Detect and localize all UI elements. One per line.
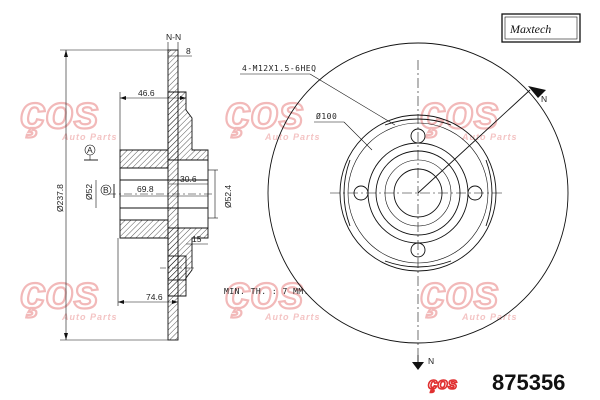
part-number: 875356 bbox=[492, 370, 565, 395]
dim-hub-diameter: Ø52.4 bbox=[223, 185, 233, 208]
watermark-subtext: Auto Parts bbox=[461, 132, 518, 142]
datum-b-label: B bbox=[103, 185, 109, 195]
section-view: N-N 8 Ø237.8 46.6 bbox=[55, 32, 233, 341]
hub-flange-lower bbox=[119, 219, 169, 239]
section-arrow-label: N bbox=[428, 356, 434, 366]
section-arrow bbox=[528, 86, 546, 98]
datum-b-marker bbox=[100, 184, 112, 196]
watermark-logo: ços bbox=[20, 266, 99, 318]
pcd-diameter: Ø100 bbox=[316, 111, 337, 121]
brand-logo: Maxtech bbox=[501, 13, 581, 43]
watermark-subtext: Auto Parts bbox=[264, 132, 321, 142]
hub-upper-section bbox=[167, 91, 209, 161]
dim-thickness: 8 bbox=[186, 46, 191, 56]
part-logo: ços bbox=[428, 374, 457, 393]
dim-overall-height: 74.6 bbox=[146, 292, 163, 302]
disc-plate bbox=[167, 49, 179, 341]
watermark-logo: ços bbox=[20, 86, 99, 138]
part-id: ços 875356 bbox=[427, 370, 565, 395]
watermark-group: ços Auto Parts ços Auto Parts ços Auto P… bbox=[19, 85, 518, 322]
watermark-logo: ços bbox=[225, 86, 304, 138]
min-thickness: MIN. TH. : 7 MM. bbox=[224, 287, 309, 296]
front-view: N N 4-M12X1.5-6HEQ Ø100 bbox=[240, 42, 569, 370]
dim-hub-length: 69.8 bbox=[137, 184, 154, 194]
section-arrow-label: N bbox=[541, 94, 547, 104]
brand-name: Maxtech bbox=[509, 22, 551, 36]
watermark-subtext: Auto Parts bbox=[461, 312, 518, 322]
watermark-subtext: Auto Parts bbox=[61, 132, 118, 142]
dim-bore-diameter: Ø52 bbox=[84, 184, 94, 200]
watermark-logo: ços bbox=[420, 266, 499, 318]
watermark-logo: ços bbox=[420, 86, 499, 138]
dim-hat-height: 46.6 bbox=[138, 88, 155, 98]
section-label: N-N bbox=[166, 32, 181, 42]
bolt-spec: 4-M12X1.5-6HEQ bbox=[242, 64, 316, 73]
datum-a-label: A bbox=[87, 145, 93, 155]
dim-flange-width: 15 bbox=[192, 234, 202, 244]
watermark-subtext: Auto Parts bbox=[61, 312, 118, 322]
scallop bbox=[485, 159, 493, 227]
dim-bearing-offset: 30.6 bbox=[180, 174, 197, 184]
dim-outer-diameter: Ø237.8 bbox=[55, 184, 65, 212]
watermark-subtext: Auto Parts bbox=[264, 312, 321, 322]
hub-flange-upper bbox=[119, 149, 169, 169]
